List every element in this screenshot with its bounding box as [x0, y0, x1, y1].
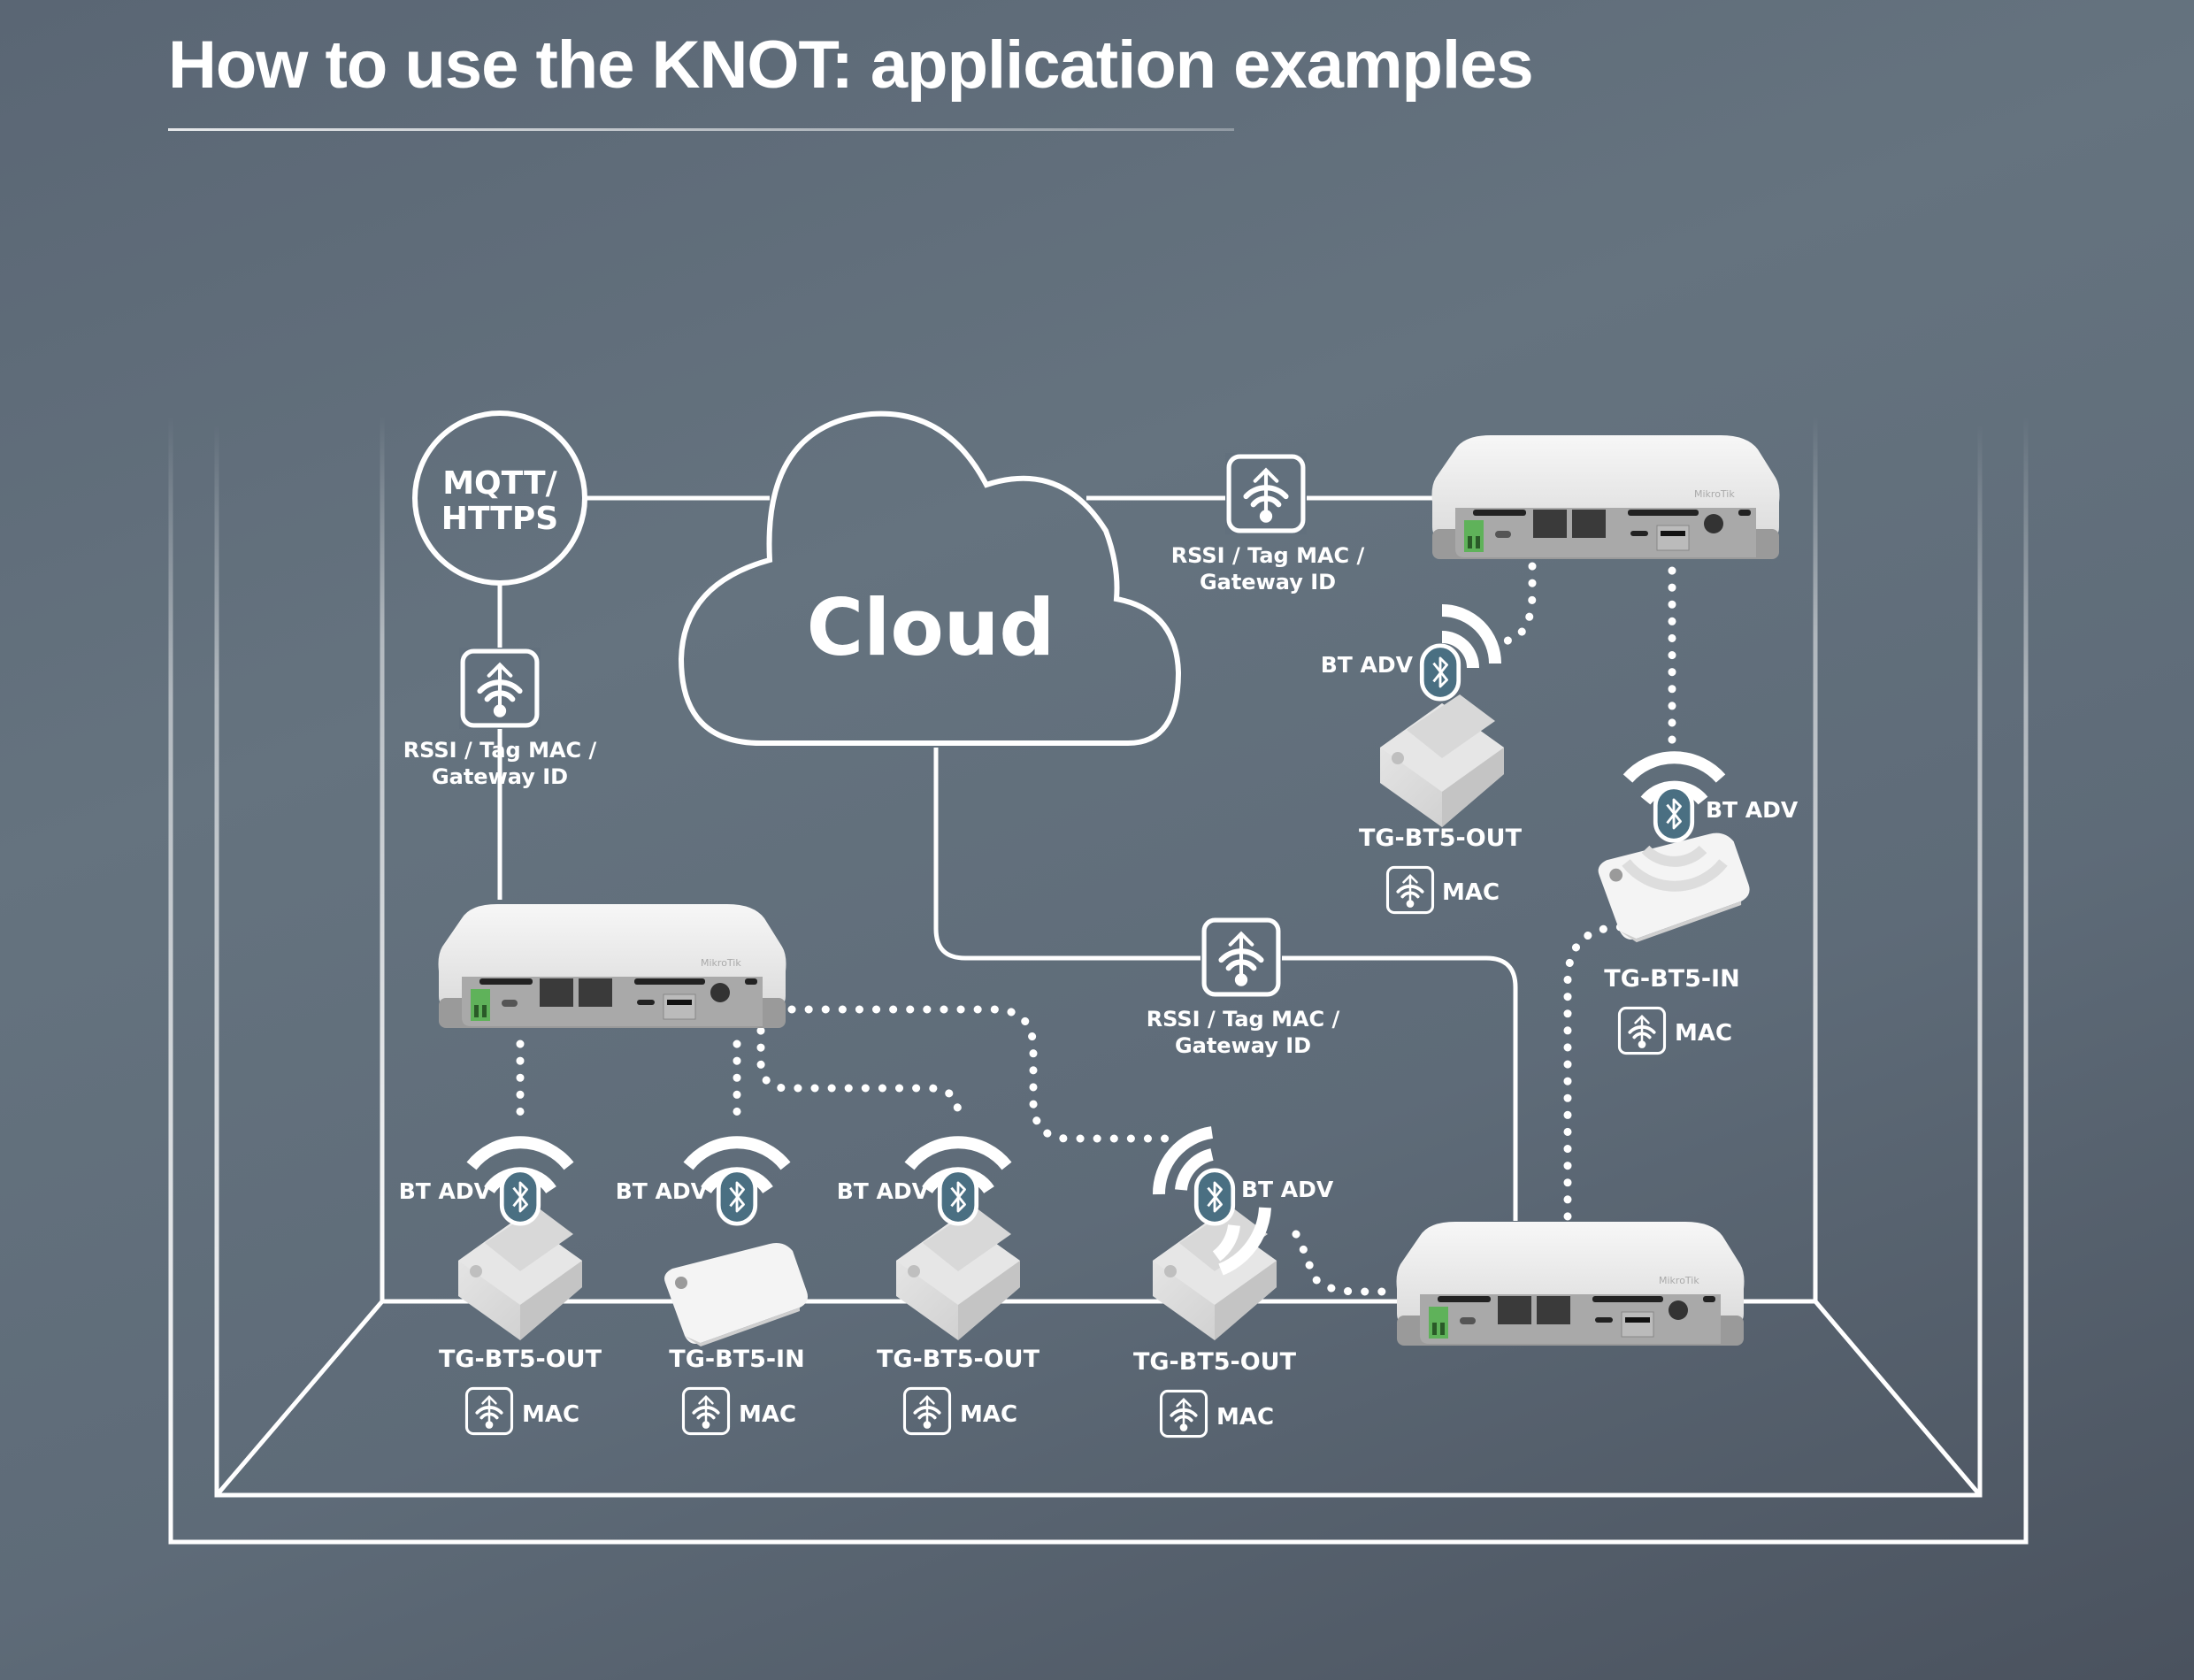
signal-label: BT ADV	[399, 1178, 492, 1204]
mac-label: MAC	[960, 1401, 1017, 1428]
signal-arcs-icon	[1152, 1126, 1214, 1195]
link-label-line2: Gateway ID	[1175, 1033, 1311, 1058]
tag-model: TG-BT5-OUT	[877, 1346, 1040, 1373]
mac-label: MAC	[739, 1401, 796, 1428]
signal-label: BT ADV	[1241, 1177, 1334, 1202]
tag-device	[1380, 694, 1504, 827]
signal-label: BT ADV	[1321, 652, 1414, 678]
tag-4: BT ADV TG-BT5-OUT MAC	[1321, 604, 1523, 915]
bluetooth-icon	[1422, 646, 1458, 699]
mac-label: MAC	[522, 1401, 579, 1428]
bluetooth-icon	[940, 1170, 976, 1224]
protocol-label-line2: HTTPS	[441, 501, 558, 537]
wireless-data-icon	[902, 1386, 952, 1436]
bt-dotted-links	[516, 562, 1676, 1296]
signal-arcs-icon	[466, 1136, 574, 1170]
gateway-device-top-right	[1431, 434, 1780, 560]
tag-model: TG-BT5-OUT	[1133, 1348, 1297, 1376]
mac-label: MAC	[1216, 1404, 1274, 1431]
room-frame	[168, 416, 2029, 1545]
tag-model: TG-BT5-OUT	[1359, 825, 1523, 852]
signal-arcs-icon	[904, 1136, 1012, 1170]
tag-5: BT ADV TG-BT5-IN MAC	[1598, 751, 1799, 1055]
signal-arcs-icon	[1441, 604, 1501, 664]
protocol-label-line1: MQTT/	[442, 465, 557, 502]
wireless-data-icon	[681, 1386, 731, 1436]
tag-1: BT ADV TG-BT5-IN MAC	[616, 1136, 808, 1436]
gateway-device-bottom-right	[1396, 1221, 1745, 1346]
tag-device	[896, 1208, 1020, 1340]
tag-3: BT ADV TG-BT5-OUT MAC	[1133, 1126, 1334, 1438]
bluetooth-icon	[718, 1170, 755, 1224]
wireless-data-icon	[1617, 1006, 1667, 1055]
bluetooth-icon	[502, 1170, 538, 1224]
bluetooth-icon	[1655, 787, 1692, 840]
gateway-link-1: RSSI / Tag MAC / Gateway ID	[1171, 453, 1365, 595]
tag-device	[664, 1243, 808, 1346]
bluetooth-icon	[1196, 1170, 1232, 1224]
wireless-data-icon	[1159, 1389, 1208, 1438]
wireless-data-icon	[464, 1386, 514, 1436]
signal-label: BT ADV	[616, 1178, 709, 1204]
wireless-data-icon	[1385, 865, 1435, 915]
tag-model: TG-BT5-IN	[1604, 965, 1739, 993]
tag-model: TG-BT5-IN	[669, 1346, 804, 1373]
tag-0: BT ADV TG-BT5-OUT MAC	[399, 1136, 602, 1436]
signal-label: BT ADV	[1706, 797, 1799, 823]
link-label-line1: RSSI / Tag MAC /	[1147, 1007, 1340, 1032]
tag-model: TG-BT5-OUT	[439, 1346, 602, 1373]
signal-label: BT ADV	[837, 1178, 930, 1204]
link-label-line1: RSSI / Tag MAC /	[403, 738, 597, 763]
mac-label: MAC	[1675, 1020, 1732, 1047]
cloud-node: Cloud	[678, 410, 1182, 746]
link-label-line2: Gateway ID	[432, 764, 568, 789]
gateway-link-0: RSSI / Tag MAC / Gateway ID	[403, 648, 597, 789]
gateway-device-left	[438, 903, 786, 1029]
title-underline	[168, 128, 1234, 131]
link-label-line2: Gateway ID	[1200, 570, 1336, 595]
tag-device	[458, 1208, 582, 1340]
link-label-line1: RSSI / Tag MAC /	[1171, 543, 1365, 568]
signal-arcs-icon	[683, 1136, 791, 1170]
page-title: How to use the KNOT: application example…	[168, 27, 1534, 103]
signal-arcs-icon	[1622, 751, 1726, 783]
gateway-link-2: RSSI / Tag MAC / Gateway ID	[1147, 917, 1340, 1058]
mac-label: MAC	[1442, 879, 1500, 906]
tag-2: BT ADV TG-BT5-OUT MAC	[837, 1136, 1040, 1436]
protocol-node: MQTT/ HTTPS	[412, 410, 587, 586]
cloud-label: Cloud	[807, 582, 1055, 673]
